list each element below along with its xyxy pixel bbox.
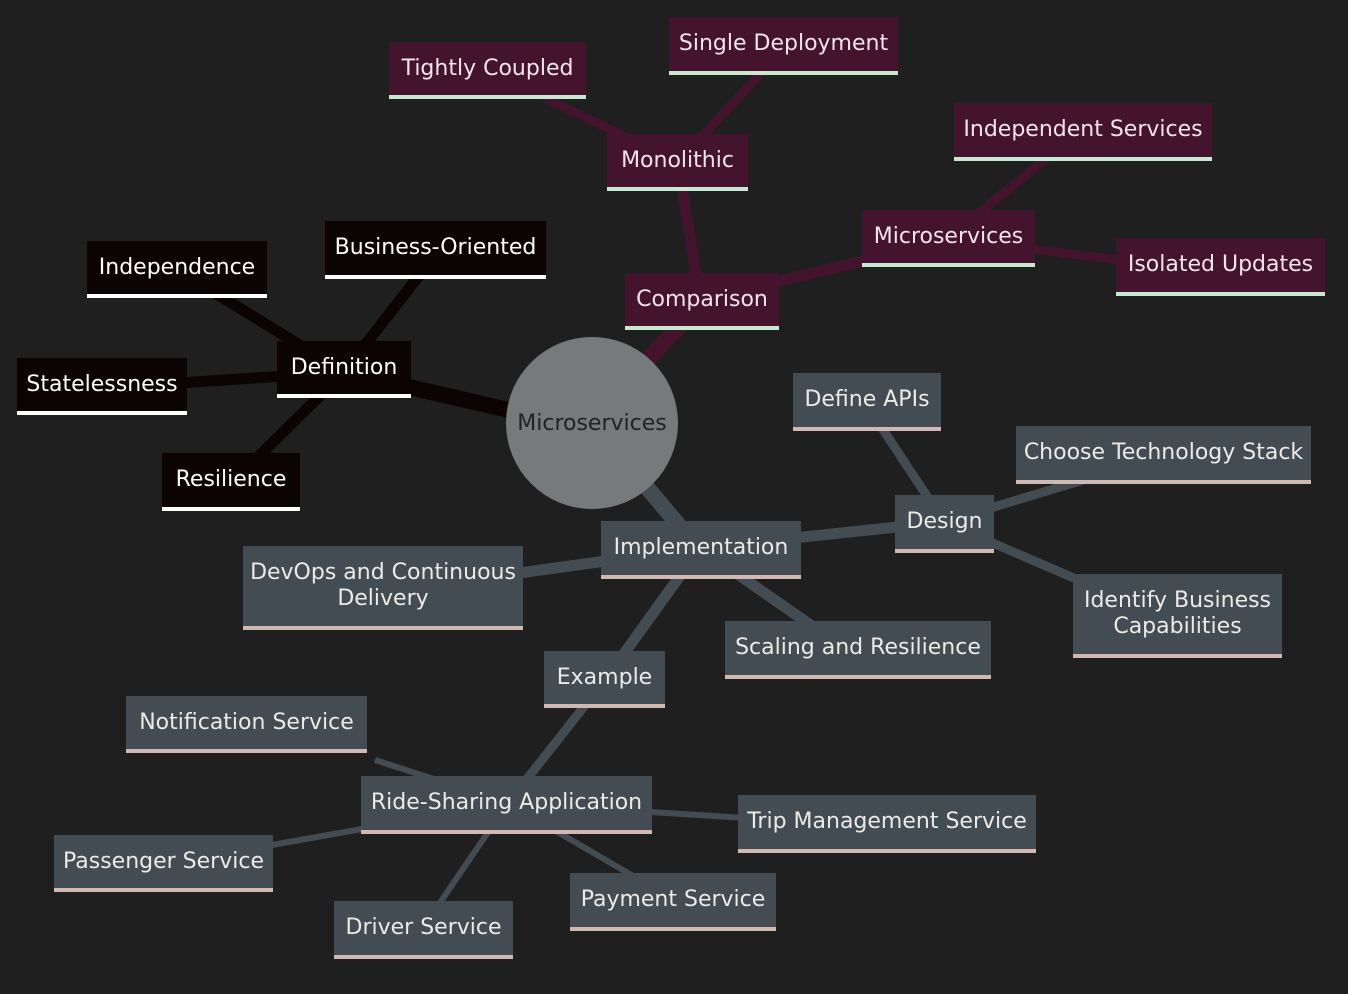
node-driver-service: Driver Service (334, 901, 513, 959)
node-definition: Definition (277, 341, 411, 398)
node-payment-service: Payment Service (570, 873, 776, 931)
node-notification-service: Notification Service (126, 696, 367, 753)
node-tightly-coupled: Tightly Coupled (389, 42, 586, 99)
node-identify-business-capabilities: Identify Business Capabilities (1073, 574, 1282, 658)
node-comparison: Comparison (625, 273, 779, 330)
node-design: Design (895, 495, 994, 553)
node-independence: Independence (87, 241, 267, 298)
node-microservices-sub: Microservices (862, 210, 1035, 267)
node-trip-management-service: Trip Management Service (738, 795, 1036, 853)
node-choose-technology-stack: Choose Technology Stack (1016, 426, 1311, 484)
node-ride-sharing-application: Ride-Sharing Application (361, 776, 652, 834)
node-monolithic: Monolithic (607, 134, 748, 191)
node-single-deployment: Single Deployment (669, 17, 898, 75)
node-define-apis: Define APIs (793, 373, 941, 431)
node-example: Example (544, 651, 665, 708)
node-business-oriented: Business-Oriented (325, 221, 546, 279)
node-isolated-updates: Isolated Updates (1116, 238, 1325, 296)
node-statelessness: Statelessness (17, 358, 187, 415)
node-passenger-service: Passenger Service (54, 835, 273, 892)
node-independent-services: Independent Services (954, 103, 1212, 161)
node-scaling-resilience: Scaling and Resilience (725, 621, 991, 679)
root-node: Microservices (506, 337, 678, 509)
node-implementation: Implementation (601, 521, 801, 579)
node-devops: DevOps and Continuous Delivery (243, 546, 523, 630)
node-resilience: Resilience (162, 453, 300, 511)
